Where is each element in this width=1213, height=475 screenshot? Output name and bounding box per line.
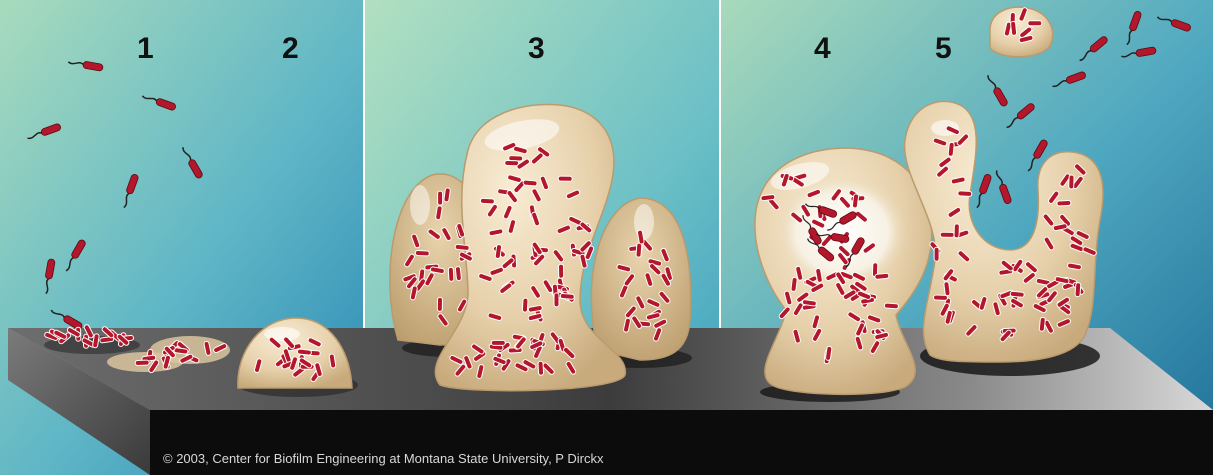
- embedded-bacterium: [1075, 283, 1081, 297]
- embedded-bacterium: [415, 250, 429, 256]
- embedded-bacterium: [558, 176, 572, 181]
- embedded-bacterium: [958, 191, 972, 197]
- embedded-bacterium: [554, 293, 559, 307]
- embedded-bacterium: [934, 247, 939, 261]
- embedded-bacterium: [558, 264, 563, 278]
- embedded-bacterium: [438, 191, 443, 205]
- embedded-bacterium: [791, 277, 798, 292]
- embedded-bacterium: [1039, 317, 1045, 331]
- embedded-bacterium: [480, 198, 494, 204]
- stage-label-2: 2: [282, 32, 299, 65]
- embedded-bacterium: [455, 244, 469, 250]
- embedded-bacterium: [1010, 21, 1016, 35]
- stage-label-5: 5: [935, 32, 952, 65]
- embedded-bacterium: [455, 266, 461, 280]
- embedded-bacterium: [761, 194, 776, 201]
- embedded-bacterium: [437, 297, 442, 311]
- embedded-bacterium: [933, 295, 947, 300]
- embedded-bacterium: [884, 303, 898, 309]
- embedded-bacterium: [944, 281, 951, 296]
- embedded-bacterium: [491, 340, 505, 345]
- embedded-bacterium: [1057, 200, 1071, 206]
- embedded-bacterium: [852, 194, 859, 209]
- embedded-bacterium: [560, 293, 574, 299]
- embedded-bacterium: [505, 160, 519, 165]
- embedded-bacterium: [875, 273, 889, 279]
- embedded-bacterium: [538, 361, 544, 375]
- embedded-bacterium: [523, 180, 537, 186]
- embedded-bacterium: [1069, 175, 1074, 189]
- embedded-bacterium: [636, 243, 642, 257]
- embedded-bacterium: [940, 232, 954, 237]
- embedded-bacterium: [948, 142, 954, 156]
- embedded-bacterium: [135, 360, 149, 365]
- embedded-bacterium: [1028, 21, 1042, 26]
- embedded-bacterium: [522, 298, 528, 312]
- embedded-bacterium: [1010, 291, 1024, 297]
- stage-label-1: 1: [137, 32, 154, 65]
- stage-label-3: 3: [528, 32, 545, 65]
- embedded-bacterium: [954, 224, 959, 238]
- stage-label-4: 4: [814, 32, 831, 65]
- copyright-credit: © 2003, Center for Biofilm Engineering a…: [163, 451, 604, 466]
- embedded-bacterium: [297, 349, 311, 355]
- embedded-bacterium: [448, 267, 454, 281]
